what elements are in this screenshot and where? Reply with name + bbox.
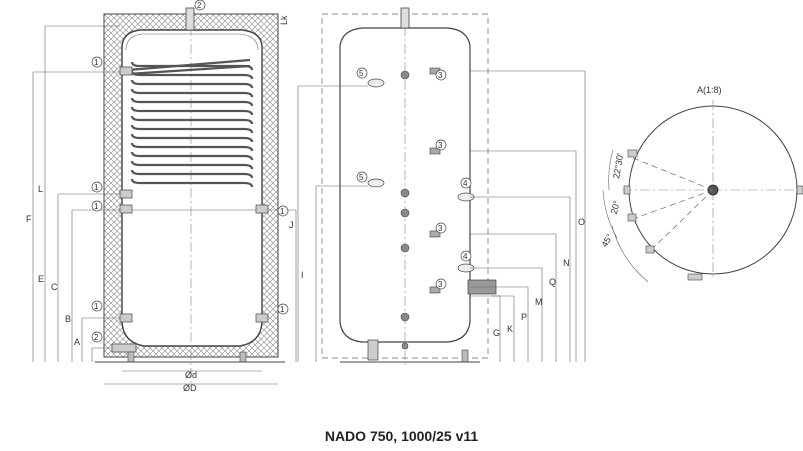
svg-text:3: 3 [438,280,443,289]
dim-inner-diameter: Ød [185,370,197,380]
top-outlet [185,7,195,31]
dim-C: C [51,282,58,292]
svg-text:1: 1 [280,305,285,314]
top-view: A(1:8) 22°30' 20° 45° [599,85,803,283]
dim-I: I [301,270,304,280]
callout-3-c: 3 [435,222,447,234]
drawing-caption: NADO 750, 1000/25 v11 [324,428,479,444]
coil-turn [130,151,254,161]
callout-3-a: 3 [435,69,447,81]
coil-turn [130,88,254,98]
callout-1-e: 1 [91,300,103,312]
dim-K: K [507,324,513,334]
angle-20: 20° [609,199,622,215]
callout-2-top: 2 [194,0,206,11]
svg-text:4: 4 [463,179,468,188]
callout-4-a: 4 [460,177,472,189]
svg-text:1: 1 [94,58,99,67]
svg-text:1: 1 [94,202,99,211]
section-view: L F E C B A J Ød ØD Lk 2 1 1 1 [26,0,297,393]
angle-22-30: 22°30' [611,152,625,179]
callout-4-b: 4 [460,250,472,262]
callout-1-c: 1 [91,200,103,212]
tank-shell [121,29,263,347]
angle-45: 45° [599,232,615,249]
svg-text:2: 2 [197,1,202,10]
callout-5-a: 5 [356,67,368,79]
dim-M: M [535,297,543,307]
coil-turn [130,178,254,188]
svg-text:2: 2 [94,333,99,342]
dim-A: A [74,337,80,347]
svg-text:1: 1 [94,183,99,192]
heat-exchanger-coil [127,58,254,188]
coil-turn [130,79,254,89]
callout-1-a: 1 [91,56,103,68]
callout-1-f: 1 [277,303,289,315]
coil-turn [130,106,254,116]
dim-J: J [289,220,294,230]
dim-outer-diameter: ØD [183,383,197,393]
coil-turn [130,133,254,143]
dim-E: E [38,274,44,284]
coil-turn [130,115,254,125]
callout-1-b: 1 [91,181,103,193]
dim-P: P [521,312,527,322]
svg-text:5: 5 [359,69,364,78]
top-view-title: A(1:8) [697,85,722,95]
dim-F: F [26,214,32,224]
svg-text:5: 5 [359,173,364,182]
svg-text:1: 1 [280,207,285,216]
dim-B: B [65,314,71,324]
insulation-thickness-label: Lk [279,15,289,25]
coil-turn [130,160,254,170]
dim-G: G [493,328,500,338]
svg-text:4: 4 [463,252,468,261]
dim-N: N [563,258,570,268]
svg-text:3: 3 [438,224,443,233]
callout-3-b: 3 [435,139,447,151]
coil-turn [130,97,254,107]
dim-L: L [38,184,43,194]
callout-1-d: 1 [277,205,289,217]
dim-Q: Q [549,277,556,287]
technical-drawing: L F E C B A J Ød ØD Lk 2 1 1 1 [26,0,803,393]
callout-5-b: 5 [356,171,368,183]
svg-text:3: 3 [438,141,443,150]
coil-turn [130,124,254,134]
callout-2-bottom: 2 [91,331,103,343]
front-view: I G K P M Q N O 5 5 3 3 3 3 [297,7,586,365]
callout-3-d: 3 [435,278,447,290]
svg-text:3: 3 [438,71,443,80]
coil-turn [130,61,254,71]
coil-turn [130,169,254,179]
coil-turn [130,142,254,152]
svg-text:1: 1 [94,302,99,311]
coil-inlet [127,58,251,76]
dim-O: O [578,217,585,227]
